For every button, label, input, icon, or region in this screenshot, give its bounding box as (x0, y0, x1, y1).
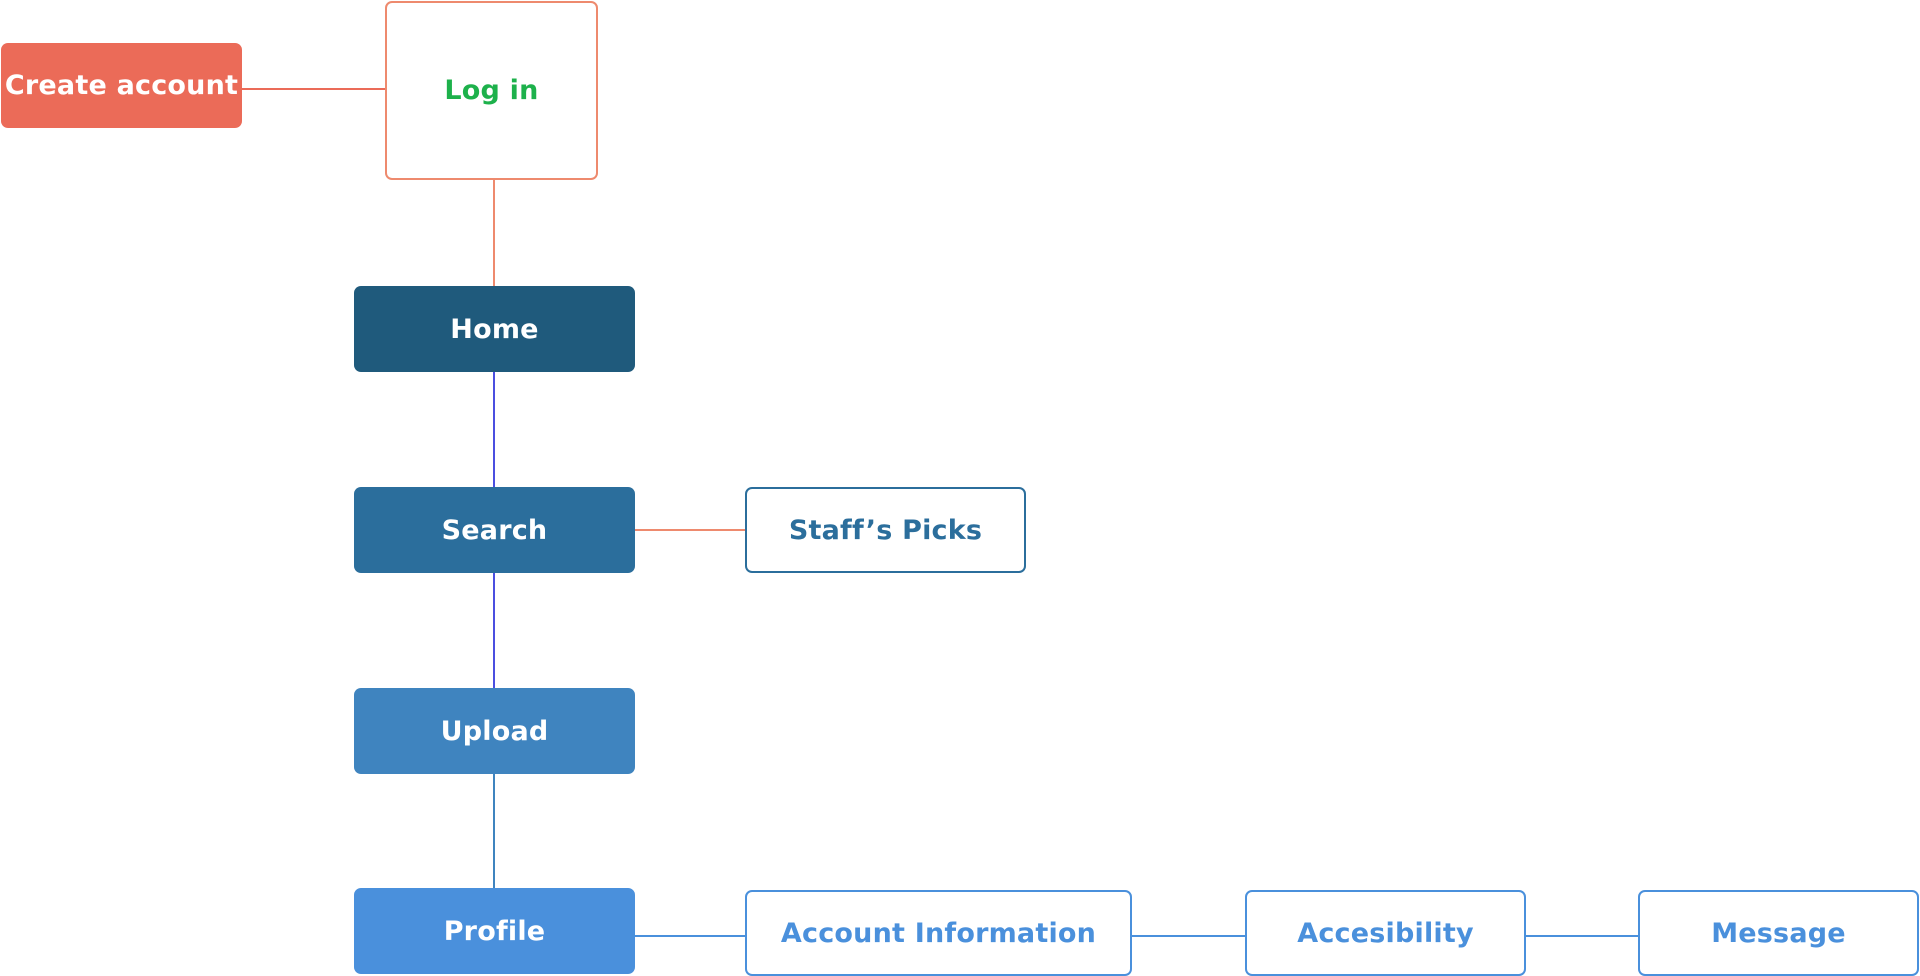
node-account-information[interactable]: Account Information (745, 890, 1132, 976)
node-upload[interactable]: Upload (354, 688, 635, 774)
node-label: Profile (443, 915, 546, 947)
node-label: Search (441, 514, 548, 546)
edge-create-account-log-in (242, 88, 385, 90)
node-create-account[interactable]: Create account (1, 43, 242, 128)
node-label: Accesibility (1297, 917, 1474, 949)
node-label: Staff’s Picks (788, 514, 983, 546)
node-log-in[interactable]: Log in (385, 1, 598, 180)
edge-search-upload (493, 573, 495, 688)
edge-log-in-home (493, 180, 495, 286)
node-profile[interactable]: Profile (354, 888, 635, 974)
edge-accesibility-message (1526, 935, 1638, 937)
node-staffs-picks[interactable]: Staff’s Picks (745, 487, 1026, 573)
node-label: Create account (4, 70, 239, 101)
node-label: Account Information (780, 917, 1097, 949)
node-message[interactable]: Message (1638, 890, 1919, 976)
edge-home-search (493, 372, 495, 487)
node-search[interactable]: Search (354, 487, 635, 573)
node-label: Upload (440, 715, 549, 747)
edge-profile-account-information (635, 935, 745, 937)
edge-account-information-accesibility (1132, 935, 1245, 937)
node-label: Home (450, 313, 539, 345)
edge-search-staffs-picks (635, 529, 745, 531)
node-label: Message (1711, 917, 1846, 949)
node-accesibility[interactable]: Accesibility (1245, 890, 1526, 976)
edge-upload-profile (493, 774, 495, 888)
node-home[interactable]: Home (354, 286, 635, 372)
node-label: Log in (444, 75, 539, 106)
